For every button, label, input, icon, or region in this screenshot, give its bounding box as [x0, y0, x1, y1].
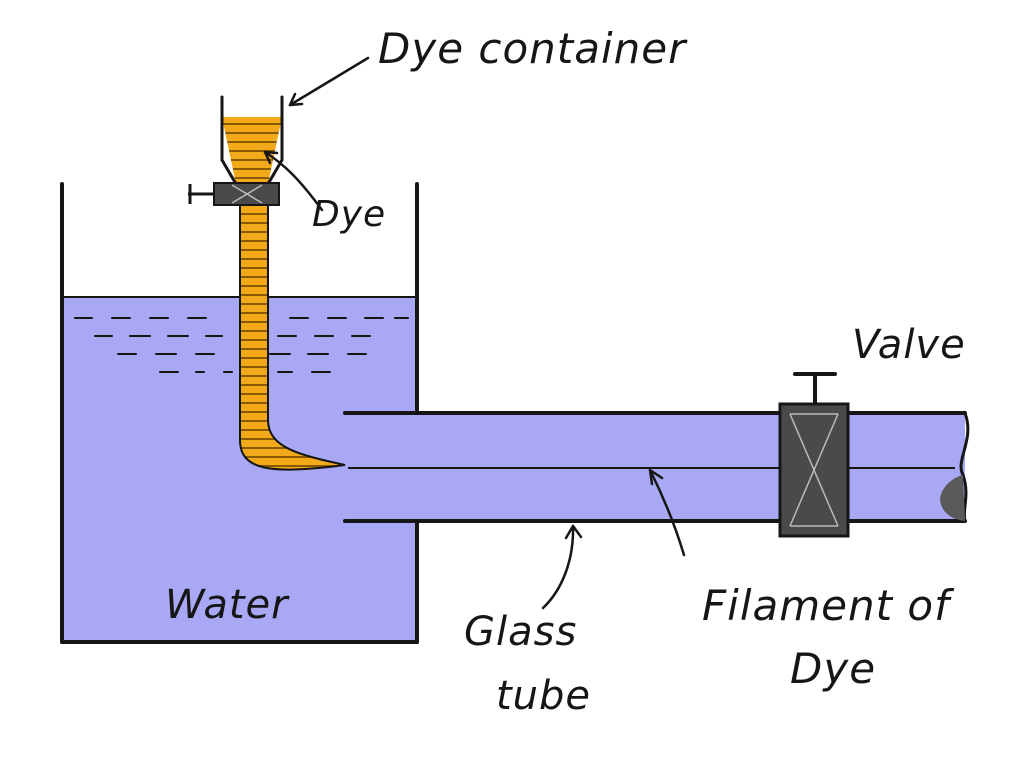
- dye-injector-tube: [239, 199, 346, 471]
- label-valve: Valve: [852, 322, 966, 368]
- filament-arrow-icon: [648, 468, 686, 557]
- glass-tube-walls: [343, 411, 967, 523]
- label-dye: Dye: [312, 194, 387, 235]
- label-filament-line2: Dye: [790, 644, 877, 693]
- tank-valve-icon[interactable]: [188, 182, 280, 206]
- label-dye-container: Dye container: [378, 24, 687, 73]
- dye-container-arrow-icon: [288, 56, 370, 107]
- label-water: Water: [165, 582, 289, 628]
- tube-broken-end: [959, 412, 970, 522]
- label-glass-tube-line2: tube: [496, 673, 592, 719]
- dye-container-fill: [222, 117, 282, 184]
- water-ripples: [74, 317, 409, 373]
- label-filament-line1: Filament of: [702, 581, 950, 630]
- label-glass-tube-line1: Glass: [464, 609, 578, 655]
- tube-end-shadow: [940, 475, 965, 521]
- dye-arrow-icon: [263, 150, 324, 212]
- glass-tube-arrow-icon: [541, 524, 575, 610]
- pipe-valve-icon[interactable]: [778, 372, 850, 538]
